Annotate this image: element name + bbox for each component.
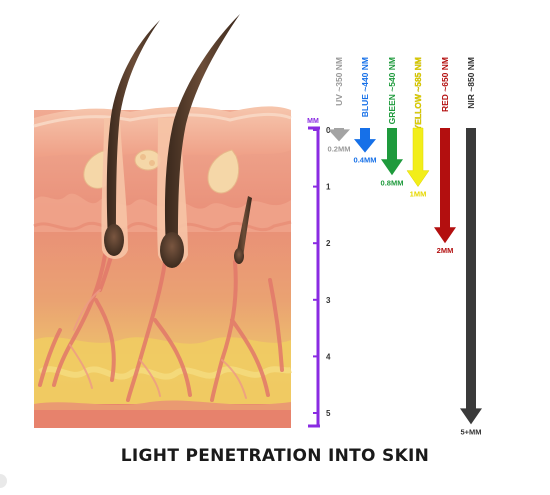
scale-tick-label-3: 3: [326, 296, 331, 305]
beam-depth-green: 0.8MM: [381, 178, 404, 187]
light-beams: UV ~350 NM 0.2MM BLUE ~440 NM 0.4MM GREEN ~5…: [328, 57, 482, 436]
bottom-band-edge: [34, 400, 291, 410]
scale-tick-label-5: 5: [326, 409, 331, 418]
beam-green: GREEN ~540 NM 0.8MM: [381, 57, 404, 187]
diagram-title: LIGHT PENETRATION INTO SKIN: [120, 446, 430, 466]
beam-arrow-uv: [328, 128, 350, 142]
capillaries-thin: [69, 289, 247, 399]
beam-arrow-red: [434, 128, 456, 244]
beam-label-blue: BLUE ~440 NM: [360, 57, 370, 117]
beam-label-yellow: YELLOW ~585 NM: [413, 57, 423, 130]
beam-label-nir: NIR ~850 NM: [466, 57, 476, 109]
beam-nir: NIR ~850 NM 5+MM: [460, 57, 482, 436]
beam-depth-blue: 0.4MM: [354, 156, 377, 165]
beam-arrow-yellow: [406, 127, 430, 188]
scale-tick-label-0: 0: [326, 126, 331, 135]
beam-red: RED ~650 NM 2MM: [434, 57, 456, 255]
beam-depth-nir: 5+MM: [460, 427, 481, 436]
fat-layer: [34, 337, 291, 404]
hair-center-bulb: [160, 232, 184, 268]
beam-arrow-blue: [354, 128, 376, 153]
beam-label-uv: UV ~350 NM: [334, 57, 344, 106]
beam-depth-yellow: 1MM: [410, 190, 427, 199]
hair-left-shaft: [106, 20, 160, 240]
scale-unit-label: MM: [307, 118, 319, 125]
scale-tick-label-4: 4: [326, 352, 331, 361]
beam-label-green: GREEN ~540 NM: [387, 57, 397, 124]
beam-yellow: YELLOW ~585 NM 1MM: [406, 57, 430, 199]
hairs: [104, 14, 252, 268]
beam-depth-red: 2MM: [437, 246, 454, 255]
beam-label-red: RED ~650 NM: [440, 57, 450, 112]
beam-blue: BLUE ~440 NM 0.4MM: [354, 57, 377, 165]
hair-left-bulb: [104, 224, 124, 256]
hair-small-shaft: [236, 196, 252, 258]
depth-scale: MM 0 1 2 3 4 5: [307, 118, 331, 428]
beam-arrow-nir: [460, 128, 482, 425]
beam-arrow-green: [381, 128, 403, 176]
skin-cross-section: [33, 14, 292, 428]
hair-center-shaft: [164, 14, 240, 248]
scale-tick-label-2: 2: [326, 239, 331, 248]
hair-small-bulb: [234, 248, 244, 264]
corner-tab: [0, 474, 7, 488]
beam-depth-uv: 0.2MM: [328, 144, 351, 153]
epidermis-surface-line: [33, 112, 292, 128]
scale-tick-label-1: 1: [326, 183, 331, 192]
beam-uv: UV ~350 NM 0.2MM: [328, 57, 351, 153]
fat-lobules: [38, 366, 292, 380]
